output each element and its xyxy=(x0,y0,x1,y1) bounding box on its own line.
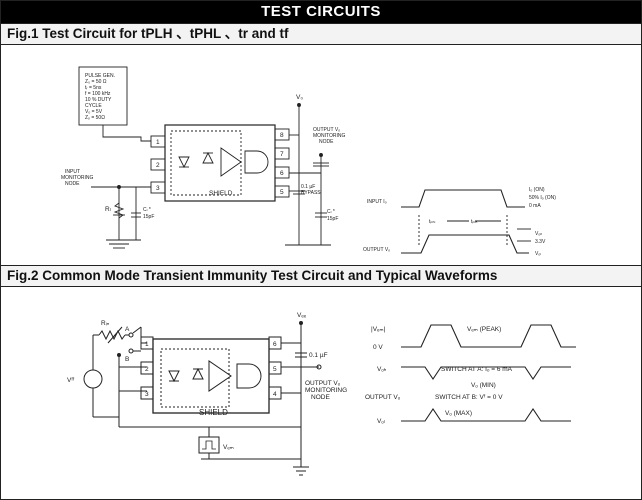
svg-text:Vₒₕ: Vₒₕ xyxy=(377,366,387,373)
svg-text:NODE: NODE xyxy=(319,139,334,145)
svg-text:Iₒ (ON): Iₒ (ON) xyxy=(529,187,545,193)
svg-text:SWITCH AT A: Iₒ = 6 mA: SWITCH AT A: Iₒ = 6 mA xyxy=(441,366,513,373)
svg-text:50% Iₒ (ON): 50% Iₒ (ON) xyxy=(529,195,556,201)
svg-text:8: 8 xyxy=(280,132,284,139)
svg-text:2: 2 xyxy=(156,162,160,169)
svg-text:3: 3 xyxy=(145,391,149,398)
svg-text:Vₒ = 5V: Vₒ = 5V xyxy=(85,109,103,115)
fig1-shield-label: SHIELD xyxy=(209,190,233,197)
fig1-diagram: PULSE GEN. Z₀ = 50 Ω tᵣ = 5ns f = 100 kH… xyxy=(61,66,556,257)
svg-text:Cₗ *: Cₗ * xyxy=(327,209,335,215)
svg-text:|Vₑₘ|: |Vₑₘ| xyxy=(371,326,385,333)
svg-text:BYPASS: BYPASS xyxy=(301,190,321,196)
banner-title: TEST CIRCUITS xyxy=(1,1,641,23)
svg-text:f = 100 kHz: f = 100 kHz xyxy=(85,91,111,97)
svg-text:0 V: 0 V xyxy=(373,344,383,351)
svg-text:7: 7 xyxy=(280,151,284,158)
svg-text:0.1 µF: 0.1 µF xyxy=(301,184,315,190)
svg-text:10 % DUTY: 10 % DUTY xyxy=(85,97,112,103)
svg-text:OUTPUT Vₒ: OUTPUT Vₒ xyxy=(365,394,401,401)
svg-text:5: 5 xyxy=(280,189,284,196)
fig2-title: Fig.2 Common Mode Transient Immunity Tes… xyxy=(1,265,641,287)
fig2-labels: Rᵢₙ Vᶠᶠ A B 1 2 3 6 5 4 Vₑₑ 0.1 µF OUTPU… xyxy=(67,312,347,451)
svg-text:Vₑₘ (PEAK): Vₑₘ (PEAK) xyxy=(467,326,501,333)
fig1-pin-numbers: 1 2 3 8 7 6 5 xyxy=(156,132,284,196)
svg-text:0 mA: 0 mA xyxy=(529,203,541,209)
svg-text:MONITORING: MONITORING xyxy=(61,175,94,181)
svg-text:6: 6 xyxy=(280,170,284,177)
pulse-gen-text: PULSE GEN. Z₀ = 50 Ω tᵣ = 5ns f = 100 kH… xyxy=(85,73,115,121)
fig1-input-node-label: INPUT MONITORING NODE xyxy=(61,169,94,187)
svg-text:PULSE GEN.: PULSE GEN. xyxy=(85,73,115,79)
svg-text:Vₒₗ: Vₒₗ xyxy=(535,251,541,257)
svg-text:Cₗ *: Cₗ * xyxy=(143,207,151,213)
fig1-bypass-label: 0.1 µF BYPASS xyxy=(301,184,321,196)
vcm-waveform xyxy=(401,324,576,348)
fig1-title: Fig.1 Test Circuit for tPLH 、tPHL 、tr an… xyxy=(1,23,641,45)
svg-text:Vₒ (MAX): Vₒ (MAX) xyxy=(445,410,472,417)
vol-waveform xyxy=(401,408,571,422)
fig2-shield-label: SHIELD xyxy=(199,408,228,417)
svg-text:OUTPUT Vₒ: OUTPUT Vₒ xyxy=(305,380,341,387)
svg-text:6: 6 xyxy=(273,341,277,348)
fig2-panel: Rᵢₙ Vᶠᶠ A B 1 2 3 6 5 4 Vₑₑ 0.1 µF OUTPU… xyxy=(1,287,641,499)
svg-text:A: A xyxy=(125,326,130,333)
svg-text:CYCLE: CYCLE xyxy=(85,103,102,109)
svg-text:Z₀ = 50 Ω: Z₀ = 50 Ω xyxy=(85,79,107,85)
fig1-panel: PULSE GEN. Z₀ = 50 Ω tᵣ = 5ns f = 100 kH… xyxy=(1,45,641,265)
vff-source xyxy=(83,369,103,389)
svg-text:NODE: NODE xyxy=(311,394,330,401)
svg-text:Vₒ (MIN): Vₒ (MIN) xyxy=(471,382,496,389)
voh-waveform xyxy=(401,366,571,380)
svg-text:Vₑₑ: Vₑₑ xyxy=(297,312,307,319)
fig1-cl-left-label: Cₗ * 15pF xyxy=(143,207,154,220)
svg-text:3: 3 xyxy=(156,185,160,192)
svg-text:OUTPUT Vₒ: OUTPUT Vₒ xyxy=(363,247,390,253)
svg-text:tₚₕₗ: tₚₕₗ xyxy=(429,219,436,225)
svg-text:0.1 µF: 0.1 µF xyxy=(309,352,328,359)
svg-text:MONITORING: MONITORING xyxy=(313,133,346,139)
svg-text:Rᵢₙ: Rᵢₙ xyxy=(101,320,110,327)
svg-text:15pF: 15pF xyxy=(143,214,154,220)
svg-text:INPUT Iₒ: INPUT Iₒ xyxy=(367,199,387,205)
svg-text:Vₑₘ: Vₑₘ xyxy=(223,444,234,451)
fig2-waveform-labels: |Vₑₘ| 0 V Vₑₘ (PEAK) Vₒₕ SWITCH AT A: Iₒ… xyxy=(365,326,513,425)
svg-text:NODE: NODE xyxy=(65,181,80,187)
fig1-output-node-label: OUTPUT Vₒ MONITORING NODE xyxy=(313,127,346,145)
svg-text:MONITORING: MONITORING xyxy=(305,387,347,394)
fig1-rl-label: Rₗ xyxy=(105,206,111,213)
svg-text:B: B xyxy=(125,356,129,363)
svg-text:Zₒ = 50Ω: Zₒ = 50Ω xyxy=(85,115,105,121)
svg-text:Vᶠᶠ: Vᶠᶠ xyxy=(67,377,75,384)
fig1-waveform-labels: INPUT Iₒ OUTPUT Vₒ Iₒ (ON) 50% Iₒ (ON) 0… xyxy=(363,187,556,257)
svg-text:INPUT: INPUT xyxy=(65,169,80,175)
svg-text:2: 2 xyxy=(145,366,149,373)
svg-text:Vₒₗ: Vₒₗ xyxy=(377,418,385,425)
fig1-vcc-label: V₀ xyxy=(296,94,303,101)
svg-text:1: 1 xyxy=(156,139,160,146)
svg-text:Vₒₕ: Vₒₕ xyxy=(535,231,542,237)
fig2-diagram: Rᵢₙ Vᶠᶠ A B 1 2 3 6 5 4 Vₑₑ 0.1 µF OUTPU… xyxy=(67,312,576,476)
fig1-output-waveform xyxy=(401,234,529,254)
svg-text:tₚₗₕ: tₚₗₕ xyxy=(471,219,477,225)
svg-text:OUTPUT Vₒ: OUTPUT Vₒ xyxy=(313,127,340,133)
svg-text:tᵣ = 5ns: tᵣ = 5ns xyxy=(85,85,102,91)
svg-text:3.3V: 3.3V xyxy=(535,239,546,245)
svg-text:5: 5 xyxy=(273,366,277,373)
svg-text:4: 4 xyxy=(273,391,277,398)
fig1-input-waveform xyxy=(401,189,525,208)
svg-text:15pF: 15pF xyxy=(327,216,338,222)
fig2-ic-body xyxy=(152,338,270,414)
svg-text:SWITCH AT B: Vᶠ = 0 V: SWITCH AT B: Vᶠ = 0 V xyxy=(435,394,503,401)
svg-text:1: 1 xyxy=(145,341,149,348)
fig1-cl-right-label: Cₗ * 15pF xyxy=(327,209,338,222)
